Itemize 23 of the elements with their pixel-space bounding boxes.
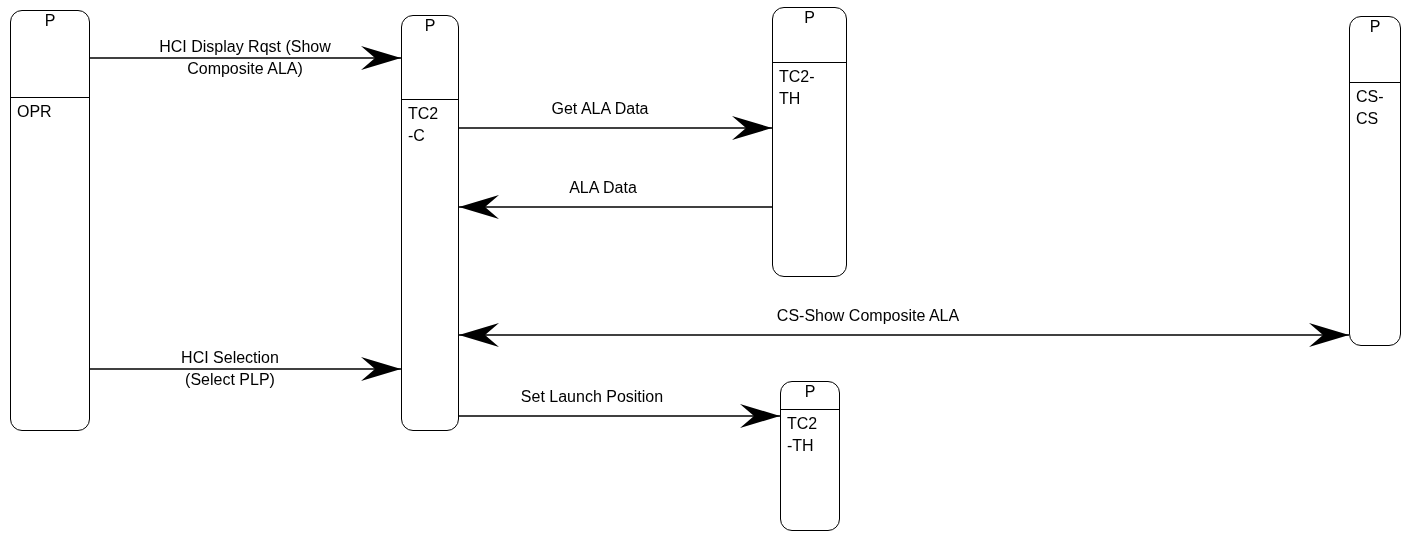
message-arrow: [458, 195, 773, 219]
participant-name: TC2- TH: [779, 67, 813, 109]
message-arrow: [458, 404, 781, 428]
participant-name: TC2 -C: [408, 104, 440, 146]
participant-tag: P: [804, 382, 816, 402]
lifeline-box: [401, 15, 459, 431]
lifeline-box: [772, 7, 847, 277]
lifeline-box: [1349, 16, 1401, 346]
message-arrow: [458, 116, 773, 140]
lifeline-box: [780, 381, 840, 531]
participant-name: TC2 -TH: [787, 414, 819, 456]
message-arrow: [89, 46, 402, 70]
lifeline-box: [10, 10, 90, 431]
participant-tag: P: [804, 8, 815, 28]
message-arrow: [458, 323, 1350, 347]
message-label: HCI Selection (Select PLP): [180, 348, 280, 390]
participant-tag: P: [1369, 17, 1381, 37]
participant-name: CS- CS: [1356, 87, 1385, 129]
participant-tag: P: [44, 11, 56, 31]
participant-name: OPR: [17, 102, 51, 122]
message-arrow: [89, 357, 402, 381]
participant-tag: P: [424, 16, 436, 36]
message-label: HCI Display Rqst (Show Composite ALA): [158, 37, 332, 79]
